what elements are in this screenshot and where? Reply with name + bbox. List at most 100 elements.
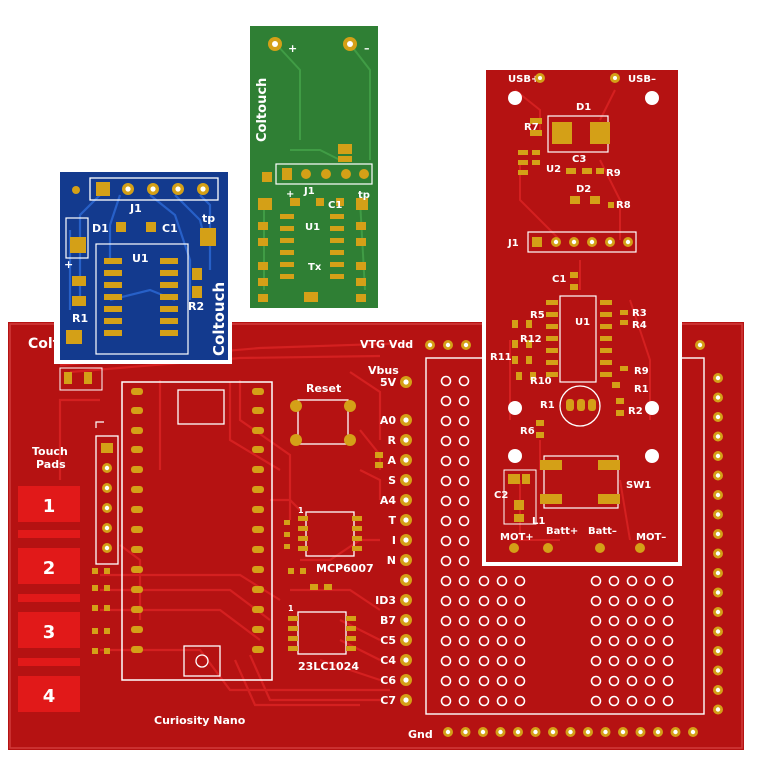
- proto-hole: [662, 695, 674, 707]
- proto-hole: [458, 595, 470, 607]
- gnd-label: Gnd: [408, 728, 433, 741]
- nano-pins-right: [252, 388, 264, 653]
- green-u1-label: U1: [305, 222, 320, 233]
- proto-hole: [440, 675, 452, 687]
- signal-label-r: R: [388, 434, 397, 447]
- right-r4-label: R4: [632, 320, 647, 331]
- proto-hole: [496, 695, 508, 707]
- proto-hole: [626, 615, 638, 627]
- right-r2-label: R2: [628, 406, 643, 417]
- proto-grid: [440, 375, 674, 707]
- right-d2-label: D2: [576, 184, 591, 195]
- right-r11-label: R11: [490, 352, 512, 363]
- signal-label-c6: C6: [380, 674, 396, 687]
- edge-pin: [713, 529, 723, 539]
- right-l1-label: L1: [532, 516, 545, 527]
- right-batt-minus-label: Batt–: [588, 526, 617, 537]
- gnd-pin: [548, 727, 558, 737]
- signal-label-n: N: [387, 554, 396, 567]
- 23lc1024-pads: [288, 616, 356, 651]
- touch-pad-3: 3: [18, 612, 80, 648]
- touch-pad-2-label: 2: [43, 558, 56, 579]
- edge-pin: [713, 490, 723, 500]
- signal-label-a4: A4: [380, 494, 397, 507]
- blue-board-substrate: [60, 172, 228, 360]
- proto-hole: [458, 635, 470, 647]
- proto-hole: [458, 415, 470, 427]
- proto-hole: [478, 575, 490, 587]
- proto-hole: [644, 655, 656, 667]
- proto-hole: [458, 515, 470, 527]
- proto-hole: [440, 515, 452, 527]
- proto-hole: [644, 575, 656, 587]
- touch-pad-4: 4: [18, 676, 80, 712]
- gnd-pin: [600, 727, 611, 737]
- right-r10-label: R10: [530, 376, 552, 387]
- proto-hole: [626, 635, 638, 647]
- proto-hole: [458, 695, 470, 707]
- proto-hole: [496, 575, 508, 587]
- left-header-outline: [95, 435, 119, 565]
- edge-pin: [713, 392, 723, 403]
- right-q1-label: R1: [540, 400, 555, 411]
- proto-hole: [458, 455, 470, 467]
- right-c1-label: C1: [552, 274, 566, 285]
- proto-hole: [590, 675, 602, 687]
- proto-hole: [626, 675, 638, 687]
- proto-hole: [478, 595, 490, 607]
- proto-hole: [496, 675, 508, 687]
- left-header: [101, 443, 113, 553]
- proto-hole: [478, 655, 490, 667]
- gnd-pin: [565, 727, 576, 737]
- right-batt-plus-label: Batt+: [546, 526, 578, 537]
- edge-pin: [713, 509, 723, 520]
- gnd-pin: [653, 727, 663, 737]
- signal-label-c4: C4: [380, 654, 396, 667]
- green-j1-label: J1: [303, 186, 315, 197]
- proto-hole: [440, 615, 452, 627]
- touch-pads: 1 2 3 4: [18, 486, 80, 712]
- proto-hole: [496, 655, 508, 667]
- proto-hole: [458, 535, 470, 547]
- proto-hole: [608, 615, 620, 627]
- proto-hole: [478, 695, 490, 707]
- edge-pin: [713, 548, 723, 559]
- blue-j1-label: J1: [129, 202, 142, 215]
- edge-pin: [713, 431, 723, 442]
- edge-pin: [713, 626, 723, 637]
- proto-hole: [662, 595, 674, 607]
- right-r9a-label: R9: [606, 168, 621, 179]
- right-mot-plus-label: MOT+: [500, 532, 534, 543]
- proto-hole: [440, 555, 452, 567]
- gnd-pin: [495, 727, 506, 737]
- edge-pin: [713, 607, 723, 617]
- touch-label-1: Touch: [32, 445, 68, 458]
- gnd-pin: [583, 727, 593, 737]
- touch-pad-3-label: 3: [43, 622, 56, 643]
- blue-r1-label: R1: [72, 312, 88, 325]
- right-r7-label: R7: [524, 122, 539, 133]
- signal-label-i: I: [392, 534, 396, 547]
- right-r1-label: R1: [634, 384, 649, 395]
- main-board-title: Colt: [28, 336, 60, 352]
- proto-hole: [644, 675, 656, 687]
- proto-hole: [496, 635, 508, 647]
- touch-pad-1: 1: [18, 486, 80, 522]
- proto-hole: [496, 595, 508, 607]
- curiosity-nano-label: Curiosity Nano: [154, 714, 246, 727]
- green-minus-label: –: [364, 42, 370, 55]
- reset-button-pads: [290, 400, 356, 446]
- proto-hole: [590, 655, 602, 667]
- proto-hole: [440, 575, 452, 587]
- proto-hole: [590, 635, 602, 647]
- blue-brand-label: Coltouch: [210, 282, 228, 356]
- proto-hole: [608, 575, 620, 587]
- 23lc1024-label: 23LC1024: [298, 660, 359, 673]
- edge-pin: [713, 451, 723, 461]
- edge-pin: [713, 665, 723, 676]
- proto-hole: [514, 575, 526, 587]
- right-r6-label: R6: [520, 426, 535, 437]
- signal-label-a0: A0: [380, 414, 397, 427]
- proto-hole: [514, 695, 526, 707]
- reset-label: Reset: [306, 382, 341, 395]
